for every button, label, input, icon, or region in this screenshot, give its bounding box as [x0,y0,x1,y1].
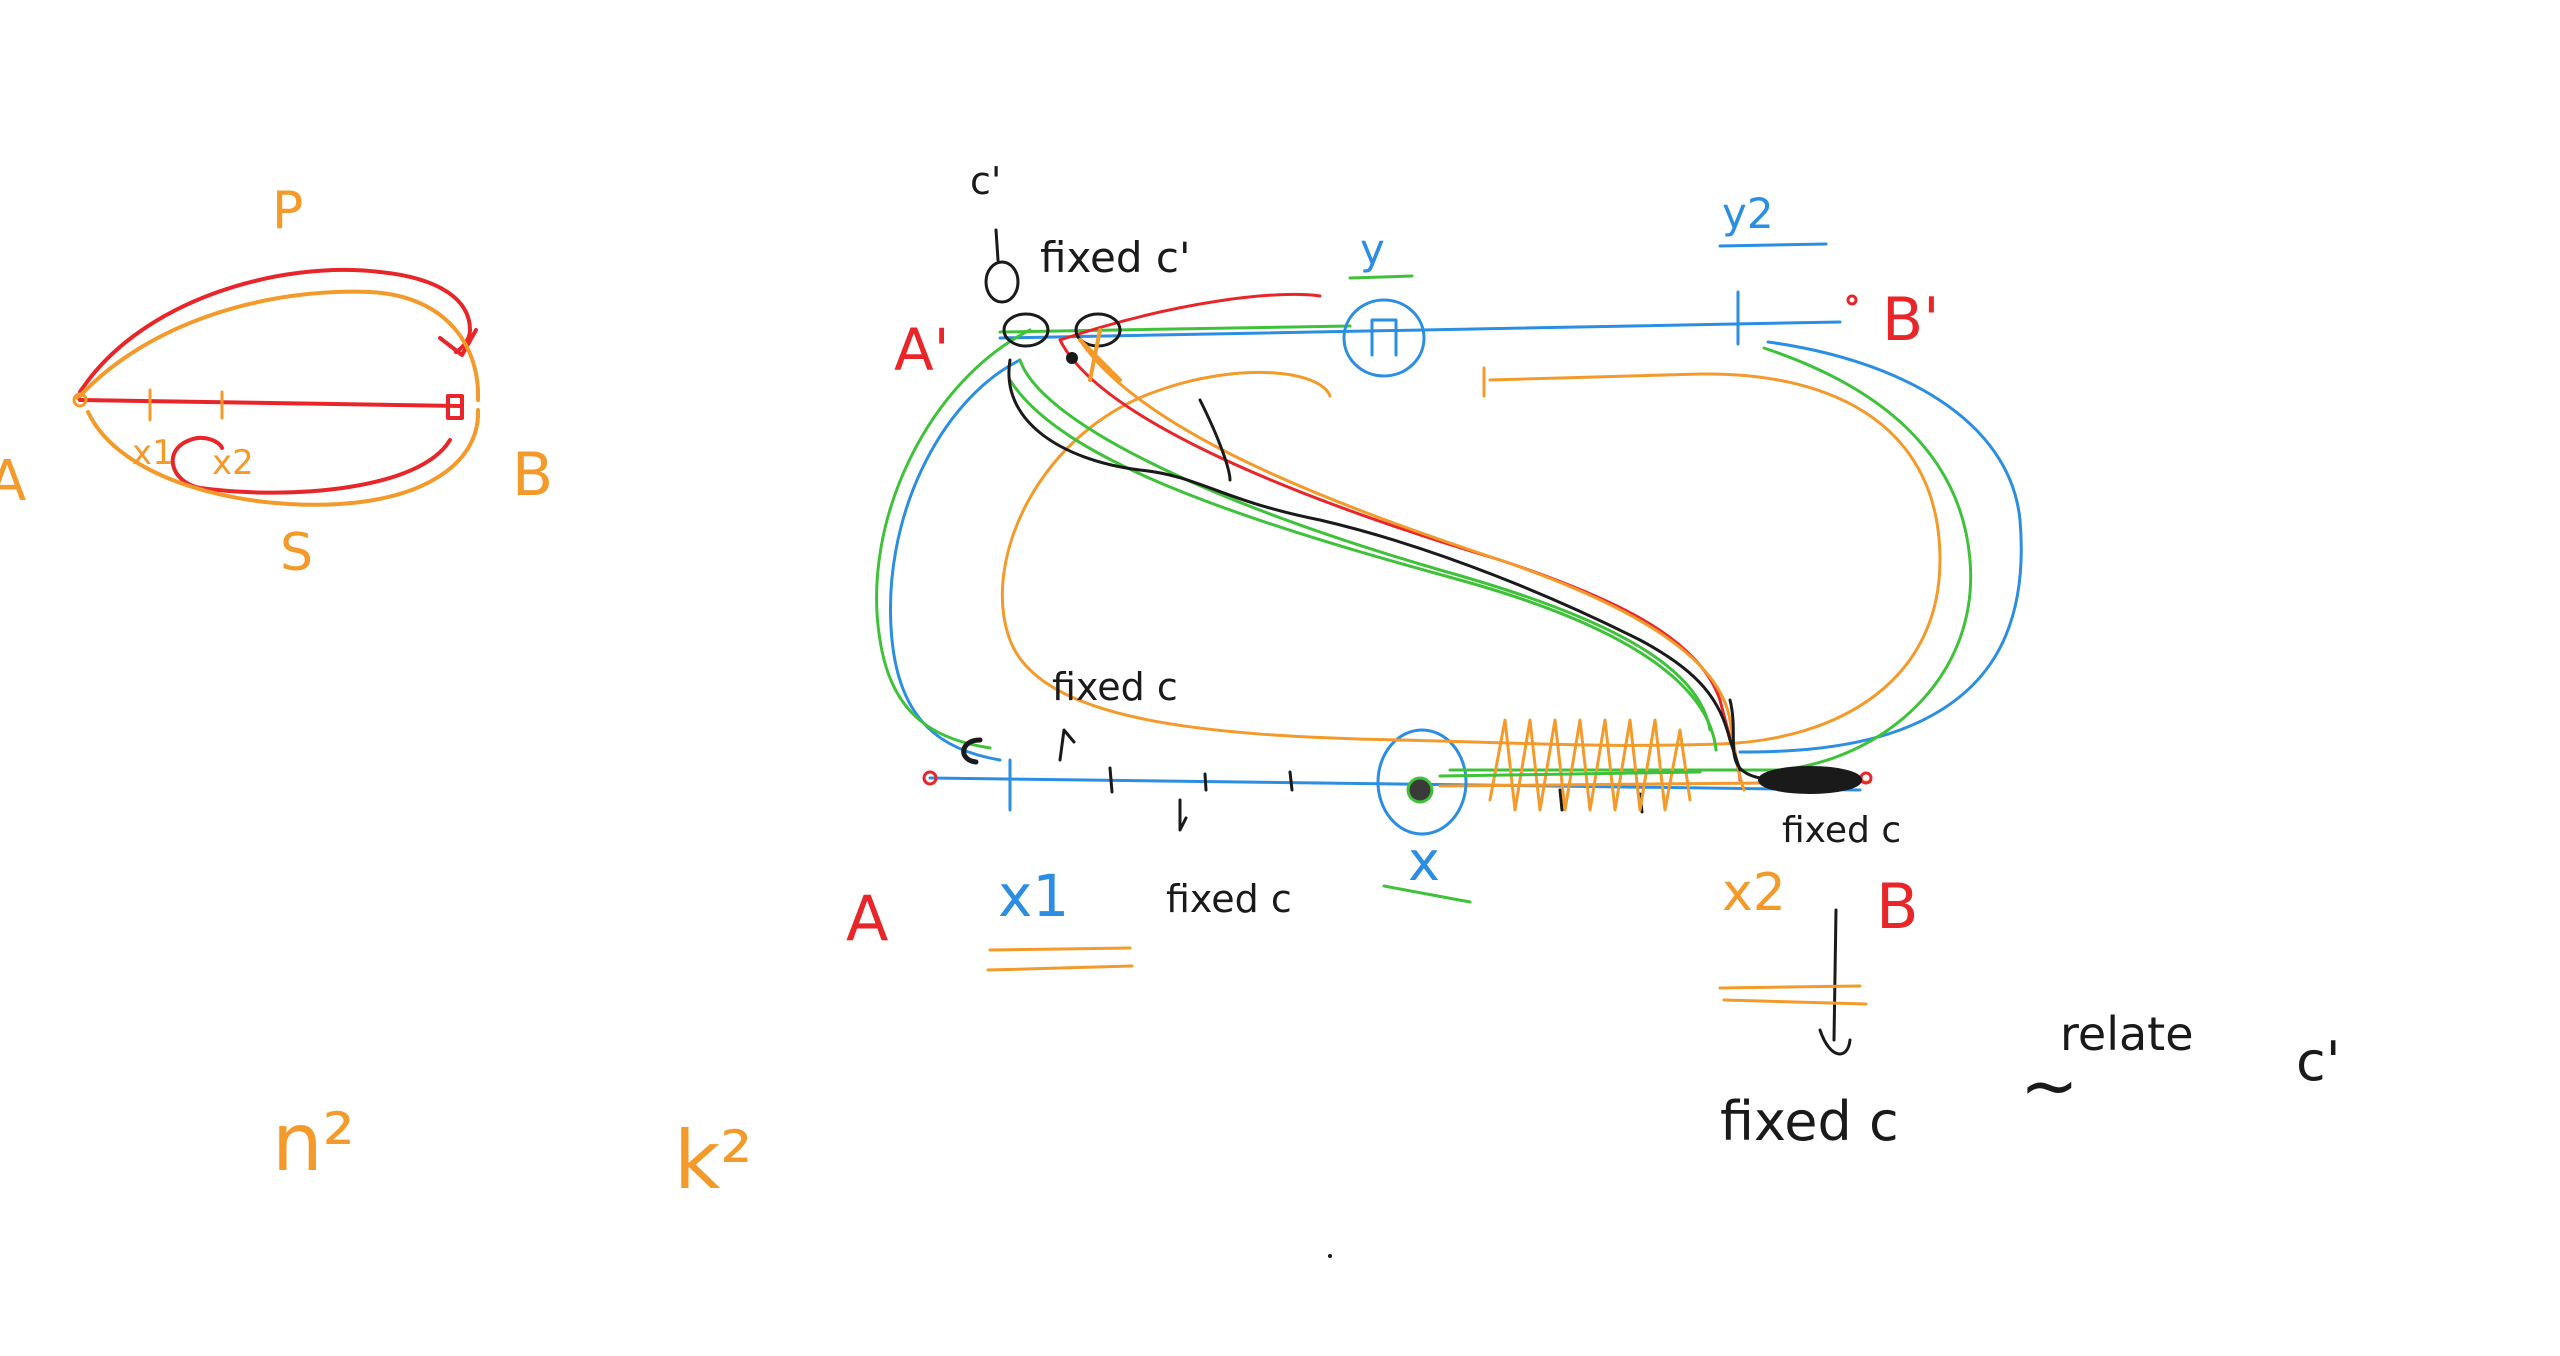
orange-loop [1000,370,1942,747]
main-sketch: c' fixed c' y y2 A' B' fixed c A x1 fixe… [846,159,2023,1056]
black-scribble-right [1758,766,1862,794]
left-sketch: P S A B x1 x2 [0,181,553,583]
y-point-mark [1370,318,1398,357]
note-fixed-c: fixed c [1720,1090,1899,1153]
note-c-prime: c' [2296,1030,2341,1093]
note-relate: relate [2060,1007,2194,1061]
x-point-dot [1406,776,1434,804]
label-fixed-c-prime: fixed c' [1040,233,1191,282]
black-hook-right [1728,698,1762,780]
label-b-prime: B' [1882,285,1940,355]
black-arrow-down [994,228,1000,262]
black-arrow-down-bottom [1818,908,1852,1056]
label-y: y [1360,225,1385,274]
underline-x1-1 [988,946,1132,952]
label-fixed-c-bottom: fixed c [1166,877,1292,921]
tick-3 [1288,770,1294,792]
black-circle-1 [1002,312,1050,348]
left-red-baseline [78,398,462,408]
label-x2: x2 [1722,863,1786,923]
black-hook-top [1198,398,1232,482]
left-label-p: P [272,181,303,241]
orange-zigzag [1488,718,1692,812]
bottom-blue-line [928,776,1862,792]
green-loop-left [875,328,1032,750]
left-label-x1: x1 [132,433,174,473]
label-c-prime-top: c' [970,159,1001,203]
stray-dot [1328,1254,1332,1258]
left-orange-arc-bottom [86,408,481,507]
black-scribble-topleft [984,260,1020,304]
green-s-curve-2 [1008,378,1718,752]
y-point-circle [1342,298,1426,378]
green-dash-bottom [1438,770,1702,778]
tick-4 [1558,788,1564,812]
label-a-prime: A' [894,316,950,384]
left-label-x2: x2 [212,443,254,483]
black-arrow-small-1 [1058,728,1076,762]
left-orange-arc-top [76,289,481,402]
orange-s-curve [1078,338,1746,792]
bottom-point-b [1859,771,1873,785]
underline-x2-2 [1722,998,1868,1006]
label-a-bottom: A [846,882,888,955]
top-blue-line [998,320,1842,340]
bottom-notes: n² k² fixed c relate ~ c' [272,1007,2341,1258]
bottom-point-a [922,770,938,786]
note-k-squared: k² [674,1114,752,1207]
blue-loop-left [889,358,1022,762]
underline-x [1382,884,1472,904]
blue-loop-right [1738,340,2023,754]
tick-1 [1108,766,1114,794]
black-arrow-small-2 [1178,798,1188,832]
left-red-arrowhead [438,328,478,357]
left-point-b [446,394,464,420]
black-dot-mid [1066,352,1078,364]
label-b-bottom: B [1876,870,1919,943]
left-label-a: A [0,449,26,514]
tick-2 [1203,772,1208,792]
label-x1: x1 [998,862,1069,930]
note-tilde: ~ [2020,1045,2079,1127]
orange-cross-topleft [1078,328,1122,382]
label-y2: y2 [1722,189,1774,238]
top-green-line [998,324,1352,334]
x-point-circle [1376,728,1468,836]
underline-x2-1 [1718,984,1862,990]
black-c-bottom [961,737,983,765]
green-loop-right [1448,346,1973,772]
label-fixed-c-mid: fixed c [1052,665,1178,709]
black-s-curve [1007,358,1742,772]
left-label-b: B [512,440,553,510]
left-red-arc-top [78,267,472,394]
underline-y2 [1718,242,1828,248]
left-label-s: S [280,523,313,583]
underline-y [1348,274,1414,280]
green-s-curve-1 [1018,358,1712,732]
note-n-squared: n² [272,1096,355,1189]
label-fixed-c-right: fixed c [1782,810,1901,851]
top-point-b [1846,294,1858,306]
left-point-a [72,392,88,408]
label-x: x [1408,830,1440,893]
underline-x1-2 [986,964,1134,972]
